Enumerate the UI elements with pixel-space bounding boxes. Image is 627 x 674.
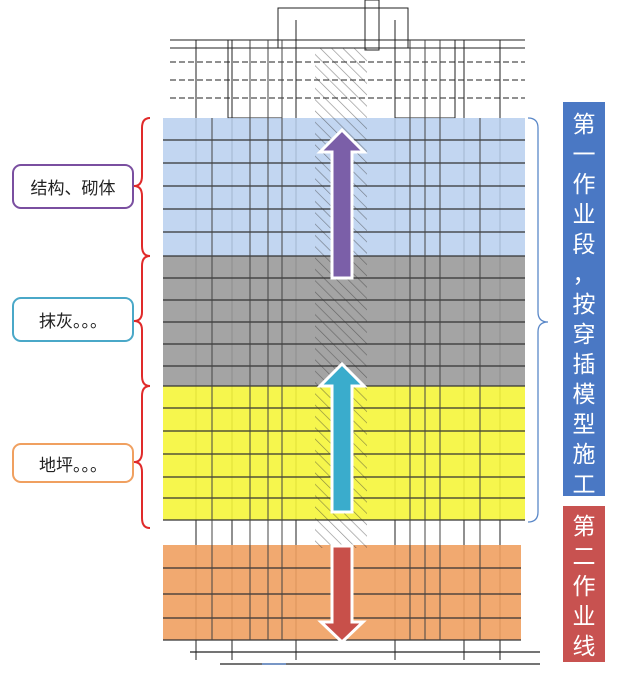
label-structure-text: 结构、砌体: [30, 179, 116, 199]
brace-floor: [133, 385, 151, 529]
brace-structure: [133, 117, 151, 257]
banner-first-char: 模: [572, 382, 596, 408]
brace-plaster: [133, 255, 151, 387]
banner-first-char: 段: [572, 232, 596, 258]
banner-second-line: 第 二 作 业 线: [561, 504, 607, 664]
banner-first-char: 作: [572, 172, 596, 198]
banner-second-char: 第: [572, 514, 596, 540]
banner-first-char: 一: [572, 142, 596, 168]
brace-group: [133, 117, 151, 529]
banner-first-char: 施: [572, 442, 596, 468]
bracket-first-stage: [527, 117, 549, 523]
banner-first-char: 型: [572, 412, 596, 438]
banner-second-char: 线: [572, 634, 596, 660]
ground-lines: [190, 651, 540, 665]
label-floor: 地坪。。。: [12, 443, 134, 483]
label-structure: 结构、砌体: [12, 164, 134, 209]
banner-first-stage: 第 一 作 业 段 ， 按 穿 插 模 型 施 工: [561, 100, 607, 498]
label-floor-text: 地坪。。。: [39, 455, 107, 476]
label-plaster-text: 抹灰。。。: [39, 312, 107, 332]
banner-second-char: 业: [572, 604, 596, 630]
banner-first-char: 工: [572, 472, 596, 498]
banner-first-char: 穿: [572, 322, 596, 348]
banner-first-char: 第: [572, 112, 596, 138]
purple-arrow-icon: [316, 127, 368, 280]
banner-second-char: 作: [572, 574, 596, 600]
red-double-arrow-icon: [317, 544, 367, 645]
window-columns: [211, 40, 481, 640]
banner-first-char: 按: [572, 292, 596, 318]
teal-arrow-icon: [316, 361, 368, 514]
label-plaster: 抹灰。。。: [12, 297, 134, 342]
banner-second-char: 二: [572, 544, 596, 570]
banner-first-char: 业: [572, 202, 596, 228]
banner-first-char: ，: [572, 262, 596, 288]
banner-first-char: 插: [572, 352, 596, 378]
